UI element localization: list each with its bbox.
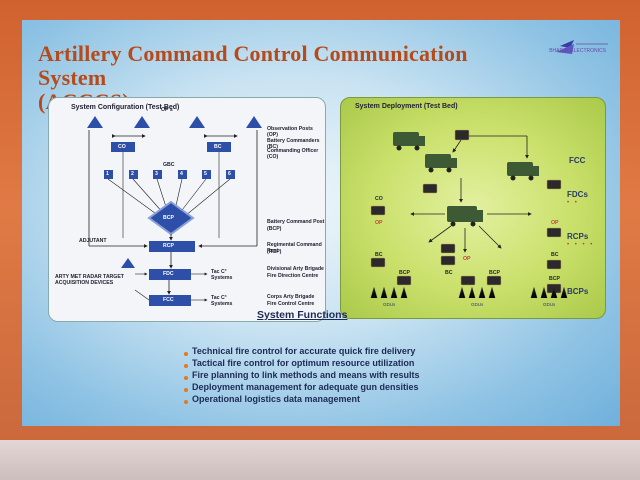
- deploy-bcp-label-2: BCP: [489, 270, 500, 276]
- gdus-label-1: GDUs: [383, 302, 396, 307]
- rcp-truck-icon: [447, 206, 483, 227]
- tac-systems-1: Tac C³ Systems: [211, 269, 233, 281]
- deployment-diagram: [370, 129, 568, 299]
- rcps-tier-label: RCPs: [567, 232, 589, 241]
- bc-label: BC: [214, 144, 222, 150]
- function-item: Fire planning to link methods and means …: [192, 370, 420, 380]
- system-functions-title: System Functions: [257, 309, 348, 321]
- radar-triangle-icon: [121, 258, 135, 268]
- deploy-bcp-label: BCP: [399, 270, 410, 276]
- co-label: CO: [118, 144, 126, 150]
- bullet-icon: [184, 400, 188, 404]
- function-item: Technical fire control for accurate quic…: [192, 346, 416, 356]
- fdc-truck-icon: [425, 154, 457, 173]
- gbc-label: GBC: [163, 162, 175, 168]
- gun-3-label: 3: [155, 171, 158, 177]
- function-item: Tactical fire control for optimum resour…: [192, 358, 415, 368]
- deploy-bcp-label-3: BCP: [549, 276, 560, 282]
- gdu-icons: [370, 286, 568, 299]
- floor: [0, 440, 640, 480]
- rcps-dots: • • • •: [567, 242, 595, 248]
- desc-fdc-2: Fire Direction Centre: [267, 273, 319, 279]
- deploy-op-label-3: OP: [463, 256, 471, 262]
- gdus-label-3: GDUs: [543, 302, 556, 307]
- op-label: OP s: [161, 107, 173, 113]
- desc-commanding-officer: Commanding Officer (CO): [267, 148, 319, 160]
- deploy-bc-label-2: BC: [445, 270, 453, 276]
- fdc-truck-icon-2: [507, 162, 539, 181]
- configuration-diagram: [87, 116, 262, 306]
- desc-fcc-1: Corps Arty Brigade: [267, 294, 315, 300]
- deploy-bc-label: BC: [375, 252, 383, 258]
- gun-2-label: 2: [131, 171, 134, 177]
- logo-text: BHARAT ELECTRONICS: [549, 48, 606, 54]
- rcp-box: [149, 241, 195, 252]
- bullet-icon: [184, 352, 188, 356]
- bullet-icon: [184, 364, 188, 368]
- desc-fdc-1: Divisional Arty Brigade: [267, 266, 324, 272]
- deploy-op-label: OP: [375, 220, 383, 226]
- bcp-label: BCP: [163, 215, 174, 221]
- gun-4-label: 4: [180, 171, 183, 177]
- fdc-label: FDC: [163, 271, 174, 277]
- system-deployment-panel: System Deployment (Test Bed): [340, 97, 606, 319]
- tac-systems-2: Tac C³ Systems: [211, 295, 233, 307]
- fcc-tier-label: FCC: [569, 156, 586, 165]
- deploy-bc-label-3: BC: [551, 252, 559, 258]
- title-line-1: Artillery Command Control Communication …: [38, 41, 468, 90]
- gun-1-label: 1: [106, 171, 109, 177]
- fdcs-dots: • •: [567, 200, 579, 206]
- bc-box: [207, 142, 231, 152]
- fcc-truck-icon: [393, 132, 425, 151]
- deploy-co-label: CO: [375, 196, 383, 202]
- desc-fcc-2: Fire Control Centre: [267, 301, 315, 307]
- fdc-box: [149, 269, 191, 280]
- deploy-panel-title: System Deployment (Test Bed): [355, 103, 458, 110]
- desc-bcp-2: (BCP): [267, 226, 282, 232]
- adjutant-label: ADJUTANT: [79, 238, 107, 244]
- op-triangle-icon: [246, 116, 262, 128]
- op-triangle-icon: [87, 116, 103, 128]
- function-item: Operational logistics data management: [192, 394, 361, 404]
- poster-board: Artillery Command Control Communication …: [22, 20, 620, 426]
- gun-6-label: 6: [228, 171, 231, 177]
- bcps-tier-label: BCPs: [567, 287, 589, 296]
- op-triangle-icon: [134, 116, 150, 128]
- radar-label: ARTY MET RADAR TARGET ACQUISITION DEVICE…: [55, 274, 124, 286]
- bullet-icon: [184, 376, 188, 380]
- desc-rcp-1: Regimental Command Post: [267, 242, 322, 254]
- desc-battery-commanders: Battery Commanders (BC): [267, 138, 320, 150]
- gdus-label-2: GDUs: [471, 302, 484, 307]
- desc-observation-posts: Observation Posts (OP): [267, 126, 313, 138]
- desc-bcp-1: Battery Command Post: [267, 219, 325, 225]
- bel-logo-icon: [556, 40, 608, 54]
- deploy-op-label-2: OP: [551, 220, 559, 226]
- bullet-icon: [184, 388, 188, 392]
- co-box: [111, 142, 135, 152]
- rcp-label: RCP: [163, 243, 174, 249]
- config-panel-title: System Configuration (Test Bed): [71, 104, 180, 111]
- function-item: Deployment management for adequate gun d…: [192, 382, 419, 392]
- fdcs-tier-label: FDCs: [567, 190, 588, 199]
- op-triangle-icon: [189, 116, 205, 128]
- desc-rcp-2: (RCP): [267, 249, 282, 255]
- gun-5-label: 5: [204, 171, 207, 177]
- system-configuration-panel: System Configuration (Test Bed): [48, 97, 326, 322]
- fcc-box: [149, 295, 191, 306]
- fcc-label: FCC: [163, 297, 174, 303]
